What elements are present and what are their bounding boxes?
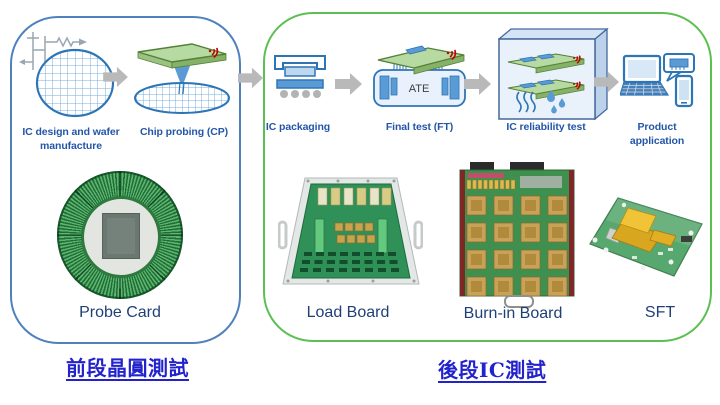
ate-text: ATE: [409, 83, 430, 95]
ate-tester-icon: ATE: [373, 45, 466, 107]
ate-handler-slots: [379, 75, 460, 100]
probe-needle-icon: [174, 66, 190, 82]
step-label-reliability-test: IC reliability test: [506, 121, 586, 133]
wafer-design-icon: [19, 32, 115, 118]
sft-photo: [589, 197, 703, 277]
die-icon: [284, 66, 316, 77]
reliability-chamber-icon: [498, 28, 609, 120]
load-board-photo: [278, 177, 423, 285]
package-lid-icon: [274, 55, 326, 70]
probe-card-die-area: [102, 213, 140, 259]
solder-balls-icon: [280, 90, 321, 98]
arrow-right-icon: [335, 73, 362, 95]
hw-label-probe-card: Probe Card: [79, 304, 161, 321]
arrow-right-icon: [594, 71, 620, 93]
probe-card-photo: [57, 171, 183, 299]
arrow-right-icon: [464, 73, 491, 95]
rf-signal-icon: [446, 49, 457, 61]
hw-label-sft: SFT: [644, 304, 676, 321]
burn-in-board-in-chamber: [507, 53, 585, 74]
product-application-icon: [620, 53, 695, 108]
chip-icon: [405, 45, 427, 55]
arrow-right-icon: [238, 67, 264, 89]
load-board-handle: [413, 220, 423, 250]
step-label-ic-packaging: IC packaging: [265, 121, 331, 133]
hw-label-burn-in-board: Burn-in Board: [463, 305, 563, 322]
chip-icon: [669, 58, 689, 68]
sft-mount-holes: [592, 202, 694, 271]
step-label-ic-design: IC design and wafer manufacture: [22, 126, 120, 152]
sft-socket: [611, 207, 677, 253]
burn-in-board-photo: [459, 162, 575, 308]
chip-probing-icon: [134, 43, 230, 114]
ic-packaging-icon: [274, 55, 326, 98]
load-board-sockets: [334, 222, 376, 244]
burn-in-sockets: [466, 195, 568, 297]
burn-in-top-connectors: [466, 179, 516, 190]
step-label-final-test: Final test (FT): [385, 121, 454, 133]
heat-waves-icon: [516, 91, 536, 113]
chamber-front-face: [498, 38, 596, 120]
hw-label-load-board: Load Board: [306, 304, 390, 321]
arrow-right-icon: [103, 66, 128, 88]
load-board-handle: [278, 220, 288, 250]
back-section-caption: 後段IC測試: [438, 358, 547, 382]
step-label-chip-probing: Chip probing (CP): [139, 126, 229, 138]
burn-in-board-handle: [504, 295, 534, 308]
front-section-caption: 前段晶圓測試: [66, 356, 189, 380]
step-label-product-application: Product application: [629, 121, 685, 147]
substrate-icon: [276, 79, 324, 89]
rf-signal-icon: [208, 47, 219, 59]
humidity-drops-icon: [547, 90, 566, 114]
probe-board-icon: [137, 43, 227, 63]
